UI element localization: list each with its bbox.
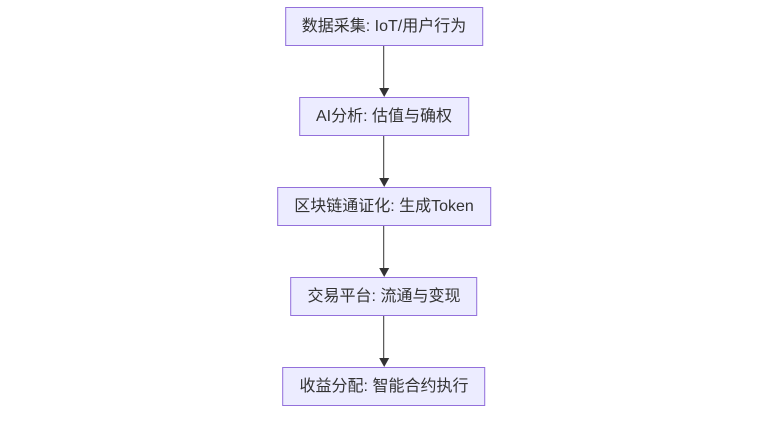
arrow-down-icon: [379, 358, 389, 367]
arrow-down-icon: [379, 88, 389, 97]
arrow-down-icon: [379, 178, 389, 187]
flow-node-ai-analysis: AI分析: 估值与确权: [298, 97, 469, 136]
flow-node-trading-platform: 交易平台: 流通与变现: [290, 277, 478, 316]
arrow-shaft: [383, 226, 385, 268]
flow-node-data-collection: 数据采集: IoT/用户行为: [284, 7, 484, 46]
arrow-shaft: [383, 46, 385, 88]
arrow-shaft: [383, 316, 385, 358]
edge-arrow-1: [379, 46, 389, 97]
edge-arrow-2: [379, 136, 389, 187]
flow-node-revenue-distribution: 收益分配: 智能合约执行: [282, 367, 486, 406]
edge-arrow-3: [379, 226, 389, 277]
flowchart-column: 数据采集: IoT/用户行为 AI分析: 估值与确权 区块链通证化: 生成Tok…: [277, 7, 491, 406]
arrow-shaft: [383, 136, 385, 178]
flow-node-tokenization: 区块链通证化: 生成Token: [277, 187, 491, 226]
arrow-down-icon: [379, 268, 389, 277]
edge-arrow-4: [379, 316, 389, 367]
